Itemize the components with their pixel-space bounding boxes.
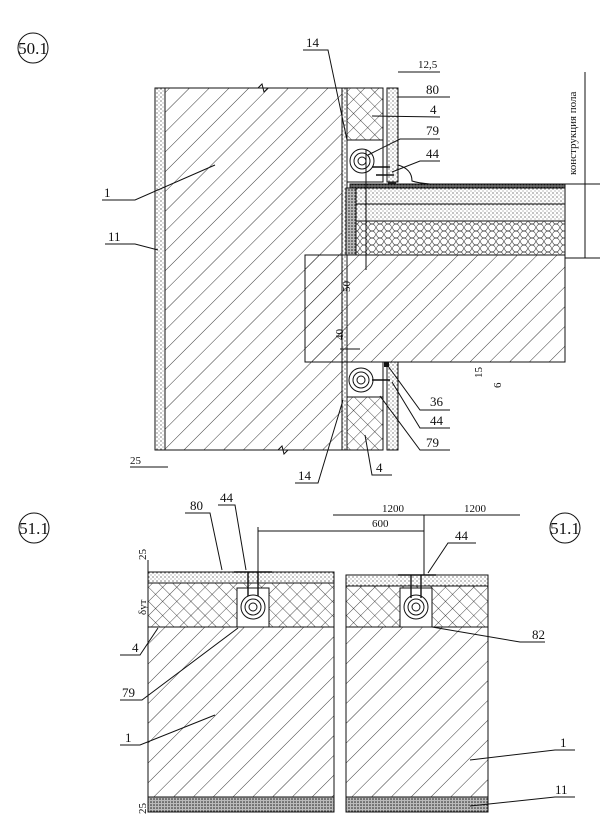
floor-construction-label: конструкция пола: [567, 91, 579, 175]
insulation-upper: [346, 87, 384, 141]
wall-section-left: [147, 571, 335, 813]
insulation-lower: [346, 396, 384, 451]
label-4: 4: [132, 640, 139, 655]
label-79: 79: [122, 685, 135, 700]
dim-25-top: 25: [137, 549, 149, 561]
detail-id: 50.1: [18, 39, 48, 58]
label-79-bottom: 79: [426, 435, 439, 450]
dim-25-bottom: 25: [137, 803, 149, 815]
detail-id-left: 51.1: [19, 519, 49, 538]
label-79: 79: [426, 123, 439, 138]
label-1-left: 1: [125, 730, 132, 745]
label-44-bottom: 44: [430, 413, 444, 428]
dim-6: 6: [492, 382, 504, 388]
sealant-fillet: [397, 164, 431, 185]
dim-600: 600: [372, 518, 389, 530]
detail-51-1: 51.1 51.1 600 1200 1200: [18, 490, 581, 815]
detail-id-right: 51.1: [550, 519, 580, 538]
gypsum-board-lower: [386, 361, 399, 451]
detail-50-1: 50.1: [17, 32, 600, 484]
label-80: 80: [426, 82, 439, 97]
sealant-36: [384, 362, 389, 367]
break-mark: [277, 445, 289, 455]
dim-1200-a: 1200: [382, 503, 405, 515]
dim-1200-b: 1200: [464, 503, 487, 515]
floor-construction: [345, 150, 566, 270]
label-36: 36: [430, 394, 444, 409]
wall-section-right: [345, 574, 489, 813]
gypsum-board-upper: [386, 87, 399, 183]
dim-12-5: 12,5: [418, 59, 438, 71]
dim-40: 40: [334, 329, 346, 341]
break-mark: [257, 83, 269, 93]
label-80: 80: [190, 498, 203, 513]
label-14: 14: [306, 35, 320, 50]
dim-15: 15: [473, 367, 485, 379]
label-14-bottom: 14: [298, 468, 312, 483]
detail-marker: [17, 32, 49, 64]
dim-50: 50: [341, 281, 353, 293]
label-44-left: 44: [220, 490, 234, 505]
label-4-bottom: 4: [376, 460, 383, 475]
plaster-layer: [154, 87, 166, 451]
label-11: 11: [108, 229, 121, 244]
dim-insulation-thickness: δут: [137, 599, 149, 615]
label-44: 44: [426, 146, 440, 161]
floor-slab: [304, 254, 566, 363]
label-44-right: 44: [455, 528, 469, 543]
label-4: 4: [430, 102, 437, 117]
detail-marker-left: [18, 512, 50, 544]
label-1: 1: [104, 185, 111, 200]
label-82: 82: [532, 627, 545, 642]
label-11: 11: [555, 782, 568, 797]
label-1-right: 1: [560, 735, 567, 750]
dim-25: 25: [130, 455, 142, 467]
detail-marker-right: [549, 512, 581, 544]
